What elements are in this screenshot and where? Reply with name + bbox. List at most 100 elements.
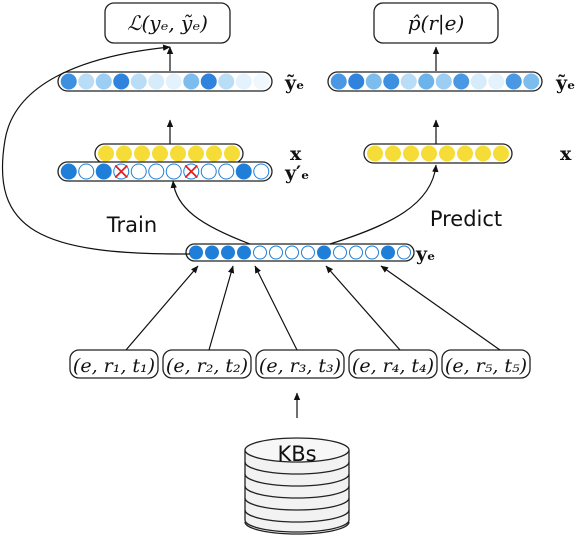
ye-label: yₑ xyxy=(415,243,435,265)
arrow-triple5-to-ye xyxy=(380,265,501,351)
ye-cell xyxy=(381,245,395,260)
yprime-bar xyxy=(57,161,273,182)
kbs-database-icon: KBs xyxy=(244,437,350,535)
svg-text:(e, r₄, t₄): (e, r₄, t₄) xyxy=(352,355,434,377)
x_train-cell xyxy=(98,145,114,162)
ytilde_predict-cell xyxy=(330,73,347,90)
ye-cell xyxy=(333,245,347,260)
ytilde_train-cell xyxy=(218,73,235,90)
predict-label: Predict xyxy=(430,207,502,231)
yprime-cell xyxy=(78,163,95,180)
yprime-cell xyxy=(235,163,252,180)
arrow-triple1-to-ye xyxy=(125,265,199,351)
ye-cell xyxy=(317,245,331,260)
ytilde_predict-cell xyxy=(523,73,540,90)
ye-cell xyxy=(189,245,203,260)
ytilde_train-cell xyxy=(130,73,147,90)
x_train-cell xyxy=(224,145,240,162)
triple-1: (e, r₁, t₁) xyxy=(69,349,159,379)
x-predict-row xyxy=(363,143,513,164)
ye-cell xyxy=(205,245,219,260)
ytilde_predict-cell xyxy=(400,73,417,90)
x_train-cell xyxy=(170,145,186,162)
ye-cell xyxy=(301,245,315,260)
x-train-row xyxy=(94,143,244,164)
x_train-cell xyxy=(152,145,168,162)
yprime-cell xyxy=(130,163,147,180)
x_predict-cell xyxy=(493,145,509,162)
ytilde_predict-cell xyxy=(383,73,400,90)
svg-text:(e, r₅, t₅): (e, r₅, t₅) xyxy=(445,355,527,377)
ytilde_predict-cell xyxy=(418,73,435,90)
ye-cell xyxy=(253,245,267,260)
triple-3: (e, r₃, t₃) xyxy=(255,349,345,379)
x-predict-label: x xyxy=(560,143,572,165)
yprime-cell xyxy=(60,163,77,180)
svg-text:(e, r₂, t₂): (e, r₂, t₂) xyxy=(166,355,248,377)
ytilde_train-cell xyxy=(235,73,252,90)
arrow-ye-to-loss xyxy=(1,44,191,255)
x-train-label: x xyxy=(290,143,302,165)
ye-cell xyxy=(365,245,379,260)
ytilde_train-cell xyxy=(113,73,130,90)
yprime-label: y′ₑ xyxy=(284,162,310,184)
ye-cell xyxy=(349,245,363,260)
ytilde-predict-row xyxy=(327,71,543,92)
ytilde_predict-cell xyxy=(365,73,382,90)
x_predict-bar xyxy=(363,143,513,164)
triple-2: (e, r₂, t₂) xyxy=(162,349,252,379)
svg-text:(e, r₃, t₃): (e, r₃, t₃) xyxy=(259,355,341,377)
ye-bar xyxy=(185,243,415,262)
yprime-cell xyxy=(218,163,235,180)
ytilde_predict-bar xyxy=(327,71,543,92)
ytilde_train-cell xyxy=(60,73,77,90)
yprime-cell xyxy=(253,163,270,180)
ytilde_predict-cell xyxy=(435,73,452,90)
ytilde_train-cell xyxy=(165,73,182,90)
yprime-cell xyxy=(200,163,217,180)
triple-4: (e, r₄, t₄) xyxy=(348,349,438,379)
yprime-cell xyxy=(148,163,165,180)
ytilde_predict-cell xyxy=(453,73,470,90)
train-label: Train xyxy=(106,213,157,237)
ytilde_train-cell xyxy=(200,73,217,90)
ytilde-train-label: ỹₑ xyxy=(284,72,304,94)
ye-cell xyxy=(397,245,411,260)
predict-box: p̂(r|e) xyxy=(373,2,499,44)
predict-output-label: p̂(r|e) xyxy=(408,11,465,36)
ytilde_predict-cell xyxy=(505,73,522,90)
ytilde_train-cell xyxy=(95,73,112,90)
ytilde-train-row xyxy=(57,71,273,92)
ytilde_train-cell xyxy=(253,73,270,90)
x_train-cell xyxy=(134,145,150,162)
ytilde_train-cell xyxy=(148,73,165,90)
x_predict-cell xyxy=(421,145,437,162)
ye-cell xyxy=(269,245,283,260)
x_train-cell xyxy=(188,145,204,162)
x_predict-cell xyxy=(475,145,491,162)
loss-label: ℒ(yₑ, ỹₑ) xyxy=(127,11,208,35)
ytilde_train-bar xyxy=(57,71,273,92)
ye-cell xyxy=(285,245,299,260)
ytilde_predict-cell xyxy=(348,73,365,90)
x_predict-cell xyxy=(367,145,383,162)
x_predict-cell xyxy=(457,145,473,162)
kbs-label: KBs xyxy=(277,442,316,466)
ytilde_predict-cell xyxy=(488,73,505,90)
arrow-triple2-to-ye xyxy=(208,265,235,351)
ytilde_predict-cell xyxy=(470,73,487,90)
dropout-cross-icon xyxy=(184,164,198,179)
ye-cell xyxy=(237,245,251,260)
dropout-cross-icon xyxy=(114,164,128,179)
triples-row: (e, r₁, t₁) (e, r₂, t₂) (e, r₃, t₃) (e, … xyxy=(69,349,531,379)
x_train-cell xyxy=(116,145,132,162)
loss-box: ℒ(yₑ, ỹₑ) xyxy=(104,2,231,44)
ye-cell xyxy=(221,245,235,260)
x_predict-cell xyxy=(385,145,401,162)
triple-5: (e, r₅, t₅) xyxy=(441,349,531,379)
x_train-cell xyxy=(206,145,222,162)
ye-row xyxy=(185,243,415,262)
arrow-triple3-to-ye xyxy=(254,265,298,351)
arrow-ye-to-yprime xyxy=(170,180,251,245)
